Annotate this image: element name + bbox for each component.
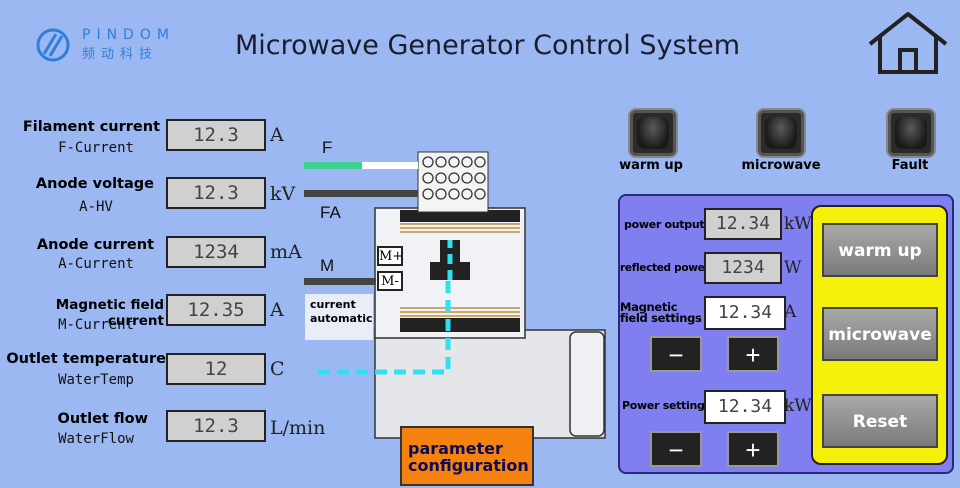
- readout-sub-label: A-HV: [79, 199, 113, 215]
- magnet-minus-button[interactable]: M-: [377, 271, 403, 291]
- reflected-power-label: reflected power: [620, 262, 710, 274]
- brand-name-cn: 频动科技: [82, 47, 159, 62]
- magnetic-field-decrease-button[interactable]: −: [650, 336, 702, 372]
- anode-voltage-value: 12.3: [166, 177, 266, 209]
- power-decrease-button[interactable]: −: [650, 431, 702, 467]
- fault-indicator: [886, 108, 936, 158]
- readout-unit: A: [270, 124, 284, 146]
- magnetic-field-setting-input[interactable]: [704, 296, 786, 330]
- readout-sub-label: F-Current: [58, 140, 134, 156]
- warm-up-indicator: [628, 108, 678, 158]
- readout-unit: kV: [270, 183, 296, 205]
- magnetic-field-unit: A: [784, 302, 797, 322]
- readout-unit: C: [270, 358, 285, 380]
- warm-up-button[interactable]: warm up: [822, 223, 938, 277]
- power-output-value: 12.34: [704, 208, 782, 240]
- power-setting-input[interactable]: [704, 390, 786, 424]
- current-mode-label: current automatic: [305, 294, 373, 340]
- readout-label: Magnetic field current: [55, 297, 164, 329]
- power-settings-label: Power settings: [622, 399, 711, 412]
- magnetic-field-increase-button[interactable]: +: [727, 336, 779, 372]
- magnet-plus-button[interactable]: M+: [377, 246, 403, 266]
- filament-wire-label: F: [322, 138, 333, 157]
- reflected-power-value: 1234: [704, 252, 782, 284]
- readout-unit: mA: [270, 241, 302, 263]
- outlet-temperature-value: 12: [166, 353, 266, 385]
- magnetic-field-settings-label: Magnetic field settings: [620, 300, 702, 325]
- readout-label: Anode current: [36, 237, 154, 253]
- filament-anode-wire-label: FA: [320, 203, 341, 222]
- readout-label: Filament current: [22, 119, 160, 135]
- reset-button[interactable]: Reset: [822, 394, 938, 448]
- warm-up-indicator-label: warm up: [619, 158, 683, 173]
- pindom-logo-icon: [36, 28, 70, 62]
- microwave-button[interactable]: microwave: [822, 307, 938, 361]
- home-icon[interactable]: [866, 10, 950, 76]
- power-increase-button[interactable]: +: [727, 431, 779, 467]
- magnet-wire-label: M: [320, 256, 335, 275]
- readout-label: Anode voltage: [35, 176, 154, 192]
- magnetron-diagram: [304, 151, 606, 439]
- filament-current-value: 12.3: [166, 119, 266, 151]
- power-output-label: power output: [624, 218, 705, 231]
- microwave-indicator-label: microwave: [741, 158, 821, 173]
- microwave-indicator: [756, 108, 806, 158]
- readout-label: Outlet flow: [57, 411, 148, 427]
- power-setting-unit: kW: [784, 396, 812, 416]
- anode-current-value: 1234: [166, 236, 266, 268]
- readout-sub-label: M-Current: [58, 317, 134, 333]
- brand-name-en: PINDOM: [82, 27, 175, 43]
- readout-sub-label: A-Current: [58, 256, 134, 272]
- reflected-power-unit: W: [784, 258, 802, 278]
- fault-indicator-label: Fault: [891, 158, 929, 173]
- readout-unit: A: [270, 299, 284, 321]
- outlet-flow-value: 12.3: [166, 410, 266, 442]
- readout-label: Outlet temperature: [6, 351, 166, 367]
- readout-sub-label: WaterTemp: [58, 372, 134, 388]
- readout-sub-label: WaterFlow: [58, 431, 134, 447]
- page-title: Microwave Generator Control System: [235, 30, 741, 61]
- power-output-unit: kW: [784, 214, 812, 234]
- readout-unit: L/min: [270, 417, 326, 439]
- parameter-configuration-button[interactable]: parameter configuration: [400, 426, 534, 486]
- magnetic-field-current-value: 12.35: [166, 294, 266, 326]
